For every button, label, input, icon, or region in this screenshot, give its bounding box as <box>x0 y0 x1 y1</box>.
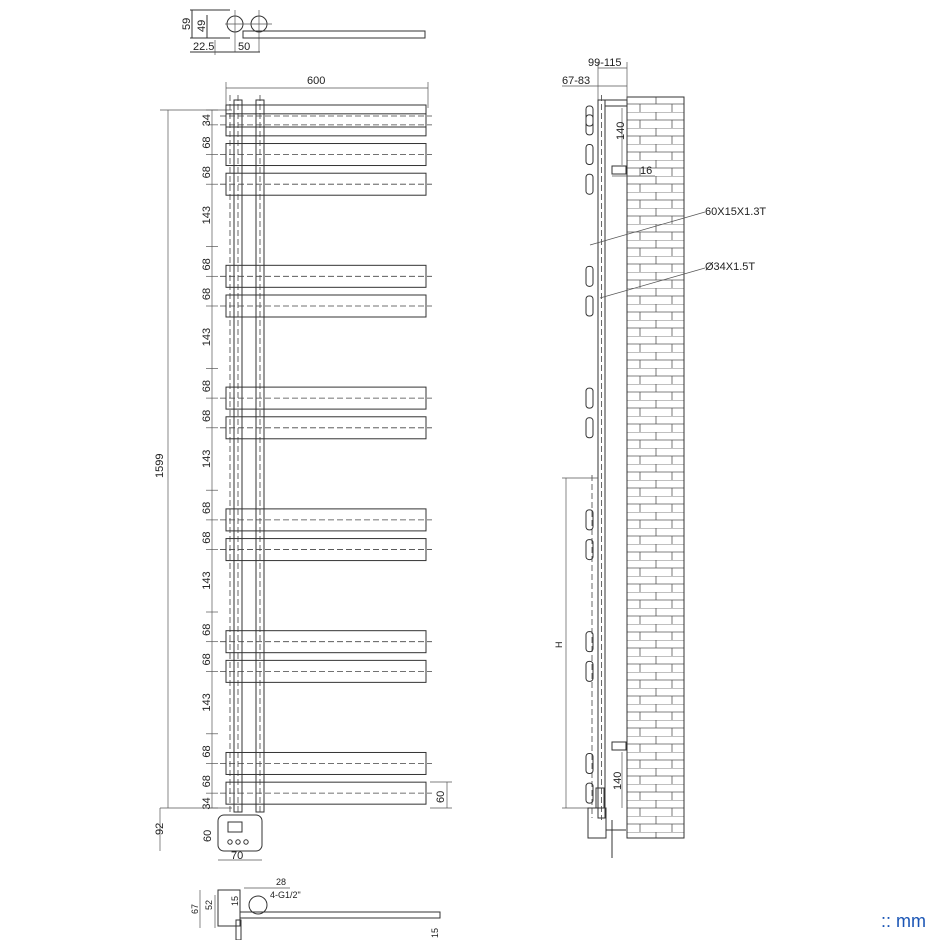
bracket-bottom-dim: 140 <box>612 772 624 790</box>
front-view: 600 1599 34 68 68 143 68 68 143 68 68 143 68 68 143 6… <box>154 75 452 862</box>
width-dim: 600 <box>307 75 325 87</box>
bottom-dim-52: 52 <box>204 900 214 910</box>
side-bar-profile <box>585 295 594 317</box>
bottom-dim-67: 67 <box>190 904 200 914</box>
pipe-section-label: Ø34X1.5T <box>705 261 755 273</box>
side-bar-profile <box>585 114 594 136</box>
spacing-label: 143 <box>201 206 213 224</box>
spacing-label: 68 <box>201 653 213 665</box>
side-bar-profile <box>585 387 594 409</box>
spacing-label: 34 <box>201 797 213 809</box>
bracket-top-dim: 140 <box>615 122 627 140</box>
spacing-label: 68 <box>201 166 213 178</box>
spacing-label: 143 <box>201 328 213 346</box>
spacing-label: 68 <box>201 288 213 300</box>
top-dim-50: 50 <box>238 41 250 53</box>
top-dim-49: 49 <box>196 20 208 32</box>
valve-dim-60: 60 <box>202 830 214 842</box>
bottom-dim-15b: 15 <box>430 928 440 938</box>
bottom-dim-g12: 4-G1/2" <box>270 890 301 900</box>
valve-dim-70: 70 <box>231 850 243 862</box>
spacing-label: 68 <box>201 502 213 514</box>
bracket-offset-dim: 16 <box>640 165 652 177</box>
spacing-label: 143 <box>201 450 213 468</box>
bottom-view: 28 4-G1/2" 67 52 15 15 <box>190 877 441 940</box>
spacing-label: 68 <box>201 745 213 757</box>
spacing-label: 68 <box>201 136 213 148</box>
wall-range-dim: 99-115 <box>588 57 621 69</box>
bottom-dim-28: 28 <box>276 877 286 887</box>
side-bar-profile <box>585 782 594 804</box>
right-dim-60: 60 <box>435 791 447 803</box>
spacing-label: 68 <box>201 624 213 636</box>
side-bar-profile <box>585 631 594 653</box>
spacing-label: 68 <box>201 775 213 787</box>
top-dim-59: 59 <box>181 18 193 30</box>
height-h-label: H <box>554 642 564 649</box>
bar-section-label: 60X15X1.3T <box>705 206 766 218</box>
spacing-label: 34 <box>201 114 213 126</box>
spacing-label: 68 <box>201 410 213 422</box>
side-bar-profile <box>585 417 594 439</box>
side-bar-profile <box>585 660 594 682</box>
spacing-label: 68 <box>201 380 213 392</box>
units-label: :: mm <box>881 911 926 931</box>
side-bar-profile <box>585 144 594 166</box>
top-view: 59 49 22.5 50 <box>181 9 426 55</box>
spacing-label: 143 <box>201 693 213 711</box>
side-bar-profile <box>585 265 594 287</box>
height-dim: 1599 <box>154 454 166 478</box>
top-dim-22-5: 22.5 <box>193 41 214 53</box>
spacing-label: 68 <box>201 258 213 270</box>
brick-wall <box>626 96 685 839</box>
side-bar-profile <box>585 173 594 195</box>
valve-dim-92: 92 <box>154 823 166 835</box>
side-view: 99-115 67-83 140 140 16 60X15X1.3T Ø34X1… <box>554 57 766 858</box>
spacing-label: 143 <box>201 571 213 589</box>
side-bar-profile <box>585 539 594 561</box>
bottom-dim-15a: 15 <box>230 896 240 906</box>
side-bar-profile <box>585 752 594 774</box>
side-bar-profile <box>585 509 594 531</box>
spacing-label: 68 <box>201 531 213 543</box>
depth-range-dim: 67-83 <box>562 75 590 87</box>
